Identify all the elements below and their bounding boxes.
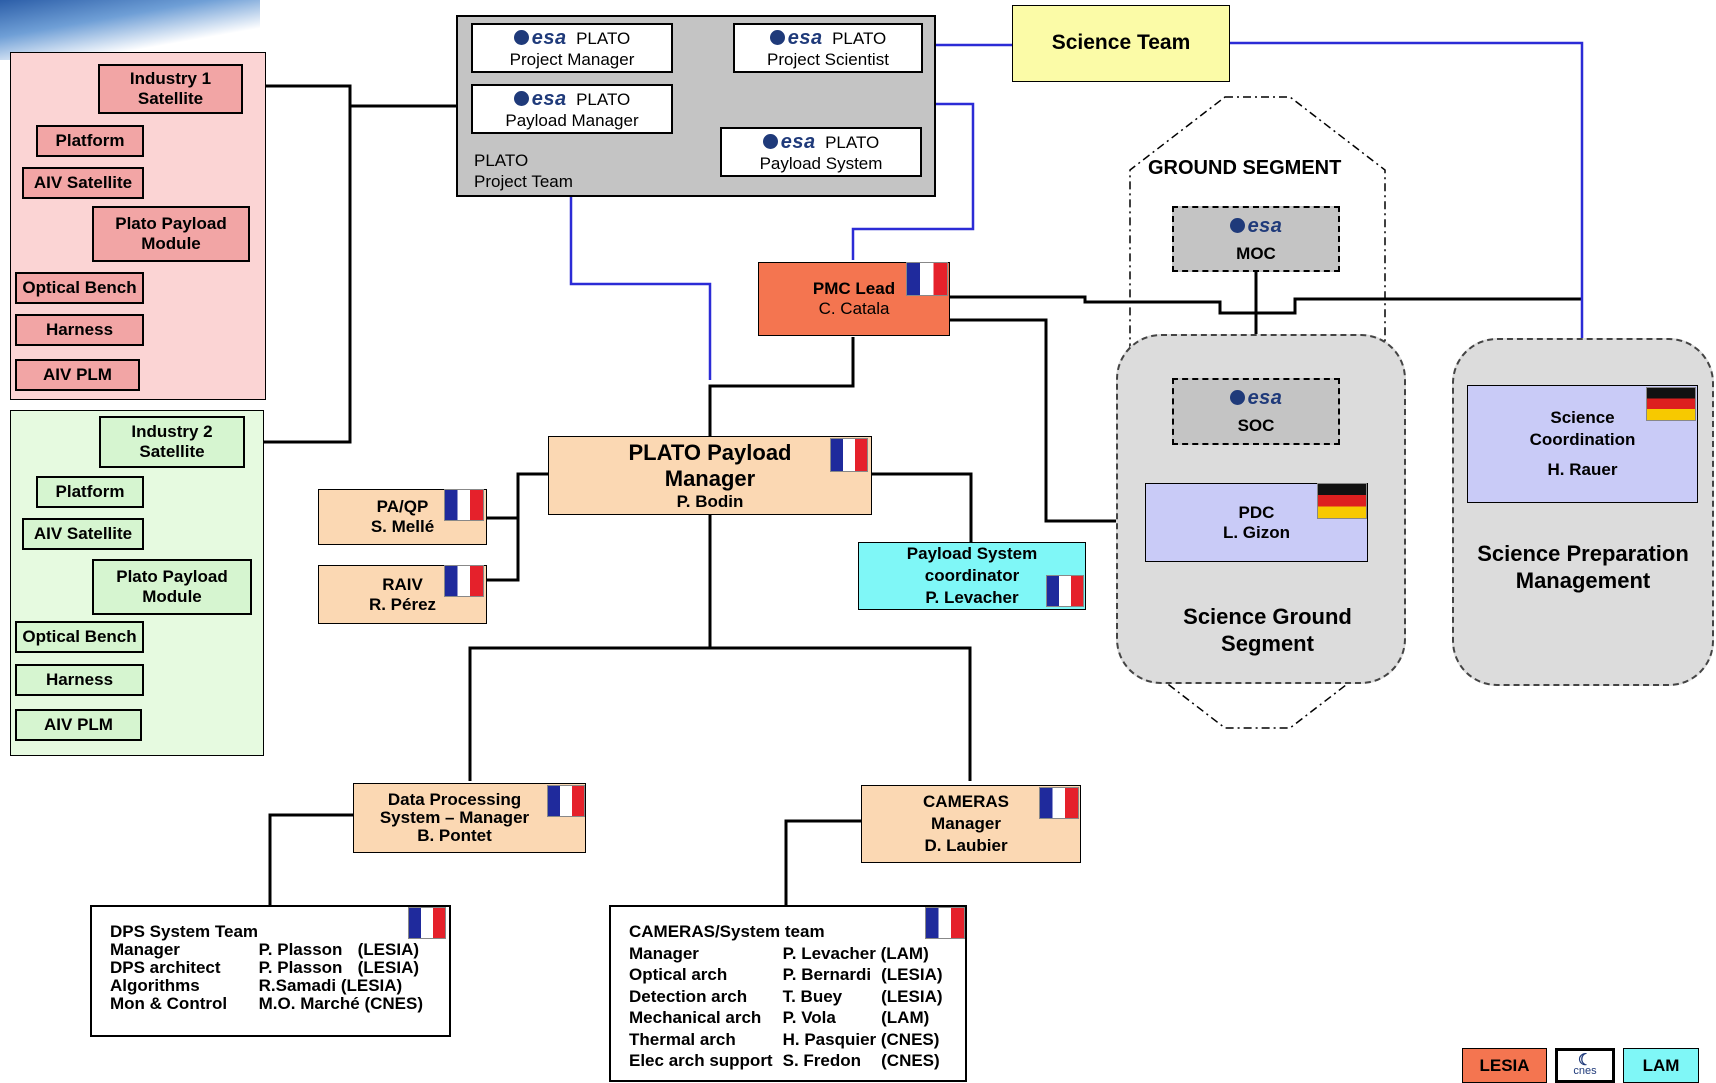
legend-lam: LAM bbox=[1623, 1048, 1699, 1083]
industry2-aiv-plm: AIV PLM bbox=[15, 709, 142, 741]
esa-logo: esa bbox=[770, 27, 823, 49]
ground-segment-title: GROUND SEGMENT bbox=[1148, 157, 1342, 179]
industry1-aiv-satellite: AIV Satellite bbox=[22, 167, 144, 199]
france-flag-icon bbox=[444, 489, 484, 521]
science-team: Science Team bbox=[1012, 5, 1230, 82]
esa-logo: esa bbox=[1230, 387, 1283, 410]
legend-cnes: ☾ cnes bbox=[1555, 1048, 1615, 1083]
france-flag-icon bbox=[1039, 787, 1079, 819]
esa-project-manager: esa PLATO Project Manager bbox=[471, 23, 673, 73]
cnes-logo-icon: ☾ bbox=[1577, 1051, 1593, 1069]
esa-payload-manager: esa PLATO Payload Manager bbox=[471, 84, 673, 134]
germany-flag-icon bbox=[1317, 483, 1367, 519]
france-flag-icon bbox=[906, 262, 948, 296]
corner-banner bbox=[0, 0, 260, 60]
france-flag-icon bbox=[1046, 575, 1084, 607]
science-preparation-label: Science Preparation Management bbox=[1477, 541, 1689, 593]
industry2-satellite: Industry 2 Satellite bbox=[99, 416, 245, 468]
france-flag-icon bbox=[444, 565, 484, 597]
germany-flag-icon bbox=[1646, 387, 1696, 421]
esa-logo: esa bbox=[514, 88, 567, 110]
plato-payload-manager: PLATO Payload Manager P. Bodin bbox=[548, 436, 872, 515]
esa-payload-system: esa PLATO Payload System bbox=[720, 127, 922, 177]
industry2-payload-module: Plato Payload Module bbox=[92, 559, 252, 615]
industry2-optical-bench: Optical Bench bbox=[15, 621, 144, 653]
soc-box: esa SOC bbox=[1172, 378, 1340, 445]
esa-logo: esa bbox=[1230, 215, 1283, 238]
pmc-lead: PMC Lead C. Catala bbox=[758, 262, 950, 336]
france-flag-icon bbox=[925, 907, 965, 939]
industry1-satellite: Industry 1 Satellite bbox=[98, 64, 243, 114]
esa-logo: esa bbox=[763, 131, 816, 153]
industry1-harness: Harness bbox=[15, 314, 144, 346]
industry1-aiv-plm: AIV PLM bbox=[15, 359, 140, 391]
france-flag-icon bbox=[408, 907, 446, 939]
industry2-harness: Harness bbox=[15, 664, 144, 696]
project-team-label: PLATO Project Team bbox=[474, 151, 573, 191]
industry1-platform: Platform bbox=[36, 125, 144, 157]
industry2-platform: Platform bbox=[36, 476, 144, 508]
france-flag-icon bbox=[547, 785, 585, 817]
ground-segment-outline bbox=[1129, 96, 1386, 729]
france-flag-icon bbox=[830, 438, 868, 472]
industry1-optical-bench: Optical Bench bbox=[15, 272, 144, 304]
industry1-payload-module: Plato Payload Module bbox=[92, 206, 250, 262]
legend-lesia: LESIA bbox=[1462, 1048, 1547, 1083]
industry2-aiv-satellite: AIV Satellite bbox=[22, 518, 144, 550]
moc-box: esa MOC bbox=[1172, 206, 1340, 272]
science-ground-segment-label: Science Ground Segment bbox=[1183, 604, 1352, 656]
esa-project-scientist: esa PLATO Project Scientist bbox=[733, 23, 923, 73]
esa-logo: esa bbox=[514, 27, 567, 49]
